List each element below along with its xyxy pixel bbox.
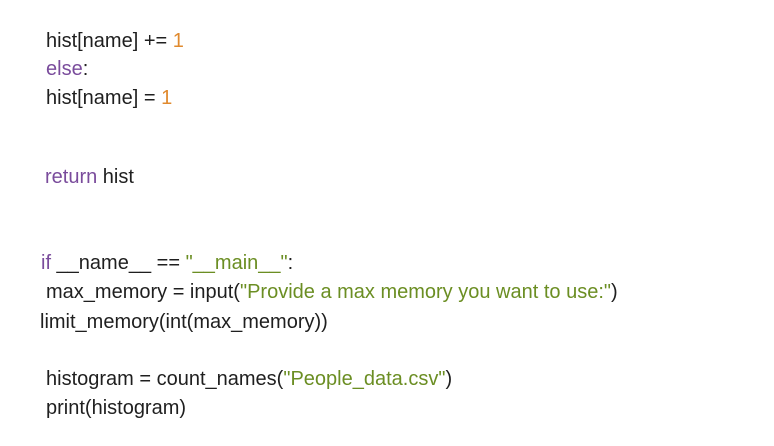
code-token: __name__ == xyxy=(51,252,186,274)
code-line-histogram: histogram = count_names("People_data.csv… xyxy=(46,367,452,391)
code-line-print: print(histogram) xyxy=(46,396,186,420)
code-token: hist xyxy=(97,166,134,188)
code-keyword: return xyxy=(45,166,98,188)
code-keyword: if xyxy=(41,252,51,274)
code-line-return: return hist xyxy=(45,165,134,189)
code-string: "Provide a max memory you want to use:" xyxy=(239,281,611,303)
code-token: print(histogram) xyxy=(46,397,187,419)
code-token: max_memory = input( xyxy=(46,281,240,303)
code-string: "__main__" xyxy=(185,252,288,274)
code-line-hist-assign: hist[name] = 1 xyxy=(46,86,172,110)
code-line-if-main: if __name__ == "__main__": xyxy=(41,251,293,275)
code-keyword: else xyxy=(46,58,83,80)
code-string: "People_data.csv" xyxy=(283,368,446,390)
code-line-limit-memory: limit_memory(int(max_memory)) xyxy=(40,310,328,334)
code-line-max-memory: max_memory = input("Provide a max memory… xyxy=(46,280,618,304)
code-number: 1 xyxy=(172,30,184,52)
code-line-else: else: xyxy=(46,57,88,81)
code-token: limit_memory(int(max_memory)) xyxy=(40,311,328,333)
code-token: ) xyxy=(445,368,453,390)
code-token: histogram = count_names( xyxy=(46,368,284,390)
code-token: hist[name] += xyxy=(46,30,173,52)
code-token: : xyxy=(287,252,294,274)
code-token: hist[name] = xyxy=(46,87,162,109)
code-number: 1 xyxy=(161,87,173,109)
code-token: : xyxy=(82,58,89,80)
code-token: ) xyxy=(610,281,618,303)
code-line-hist-increment: hist[name] += 1 xyxy=(46,29,184,53)
